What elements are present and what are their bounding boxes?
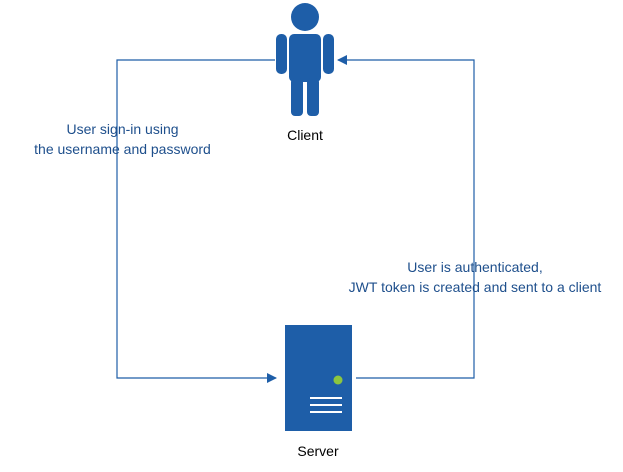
signin-edge-label: User sign-in using the username and pass…	[0, 119, 245, 159]
client-label: Client	[287, 127, 323, 143]
person-icon	[276, 3, 334, 116]
authenticated-edge-line	[337, 55, 475, 379]
authenticated-edge-label-line-1: User is authenticated,	[407, 259, 543, 275]
authenticated-edge-label-line-2: JWT token is created and sent to a clien…	[348, 279, 602, 295]
signin-edge-line	[116, 59, 277, 383]
authenticated-edge-label: User is authenticated, JWT token is crea…	[320, 257, 623, 297]
server-icon	[285, 325, 352, 431]
signin-edge-label-line-2: the username and password	[34, 141, 211, 157]
signin-edge-label-line-1: User sign-in using	[66, 121, 179, 137]
server-label: Server	[297, 443, 339, 459]
